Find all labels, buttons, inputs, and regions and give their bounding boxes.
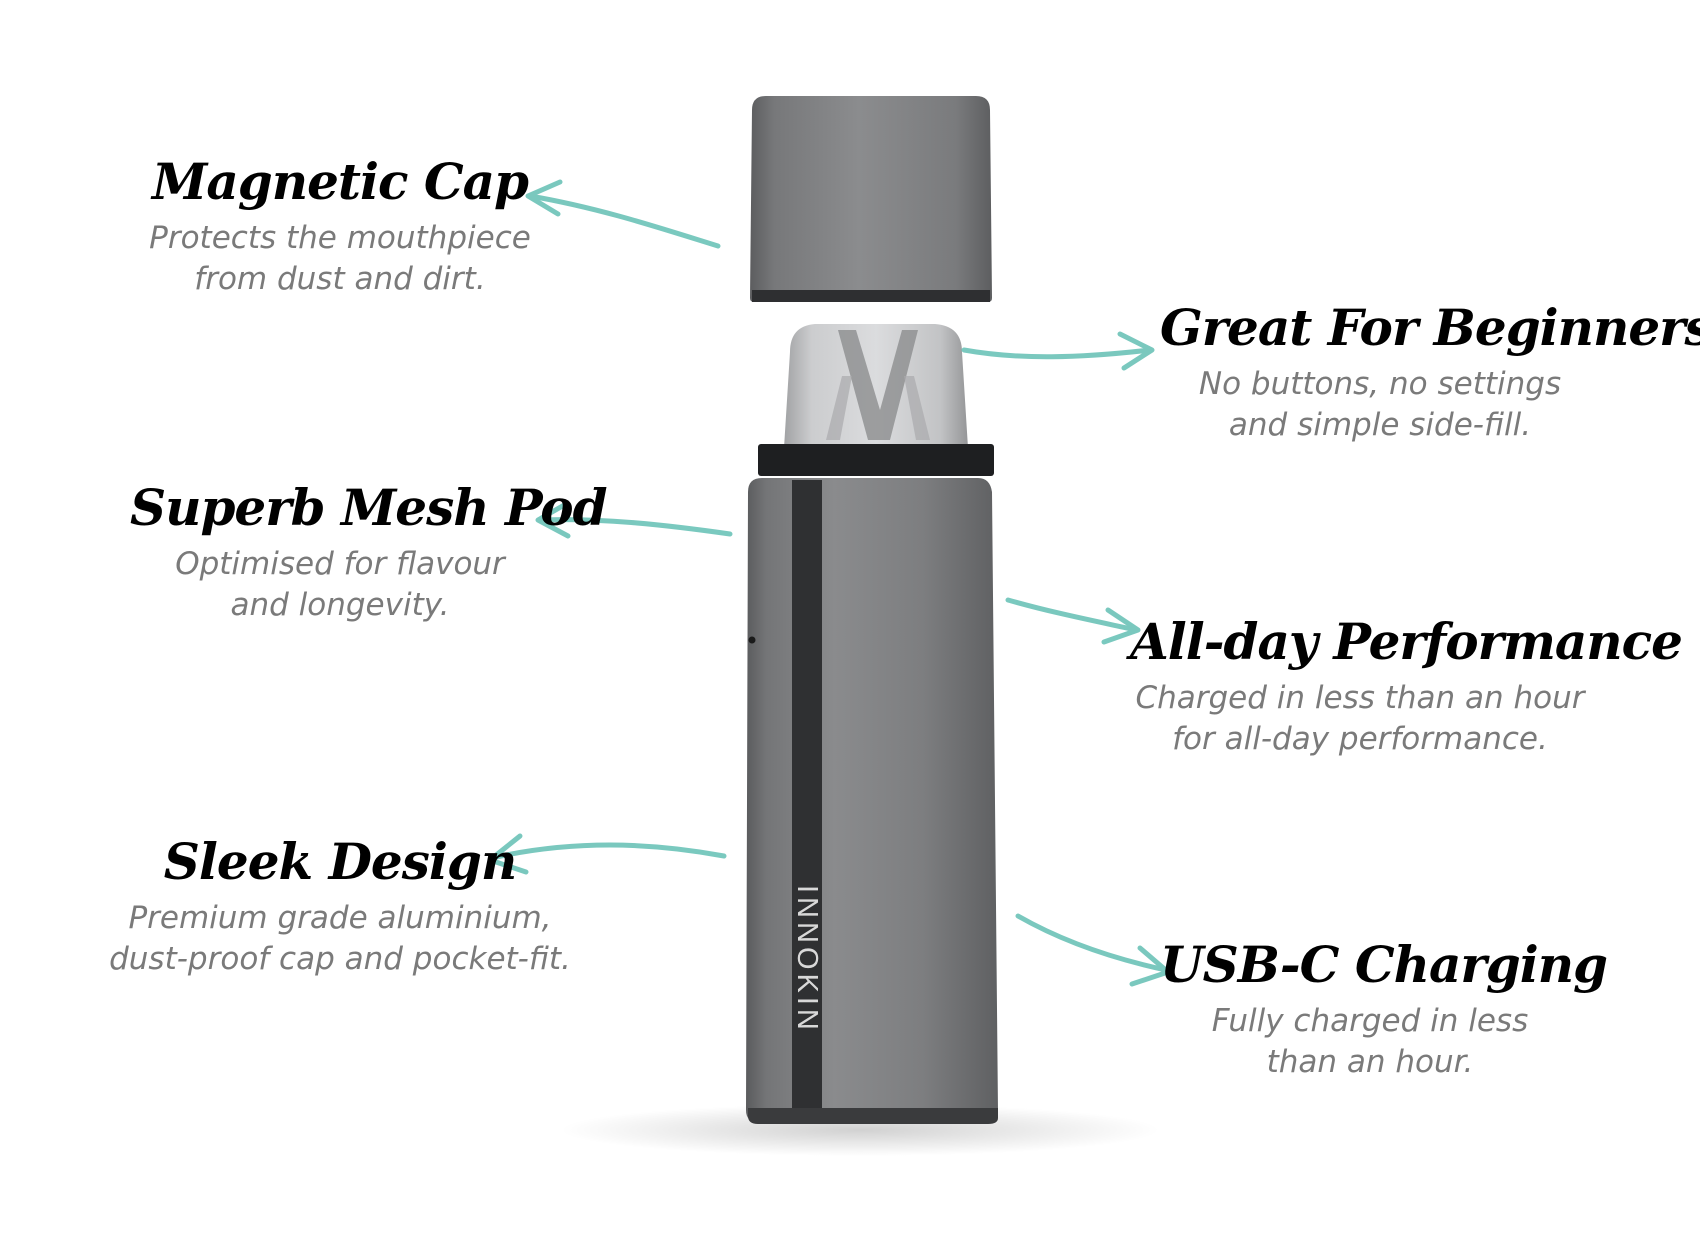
feature-mesh-pod: Superb Mesh Pod Optimised for flavour an… <box>130 478 608 626</box>
feature-usb-c-charging: USB-C Charging Fully charged in less tha… <box>1160 935 1608 1083</box>
magnetic-cap <box>750 96 992 302</box>
feature-description: Charged in less than an hour for all-day… <box>1130 678 1590 760</box>
device-shadow <box>560 1104 1160 1156</box>
feature-all-day-performance: All-day Performance Charged in less than… <box>1130 612 1683 760</box>
feature-description-line: No buttons, no settings <box>1198 366 1562 402</box>
feature-title: Sleek Design <box>163 832 517 891</box>
arrow-usb-c <box>1015 913 1171 987</box>
feature-description: Optimised for flavour and longevity. <box>130 544 550 626</box>
feature-sleek-design: Sleek Design Premium grade aluminium, du… <box>100 832 580 980</box>
feature-description-line: and longevity. <box>230 587 450 623</box>
feature-description-line: than an hour. <box>1266 1044 1474 1080</box>
airflow-hole <box>748 636 756 644</box>
feature-magnetic-cap: Magnetic Cap Protects the mouthpiece fro… <box>130 152 550 300</box>
feature-description: Premium grade aluminium, dust-proof cap … <box>100 898 580 980</box>
feature-title: USB-C Charging <box>1160 935 1608 994</box>
arrow-all-day <box>1005 597 1141 645</box>
arrow-mesh-pod <box>535 501 733 539</box>
mesh-pod <box>758 324 994 476</box>
feature-description-line: Charged in less than an hour <box>1135 680 1585 716</box>
feature-description-line: dust-proof cap and pocket-fit. <box>109 941 571 977</box>
arrow-beginners <box>961 331 1155 371</box>
feature-description: Protects the mouthpiece from dust and di… <box>130 218 550 300</box>
feature-title: Magnetic Cap <box>152 152 529 211</box>
feature-description: No buttons, no settings and simple side-… <box>1160 364 1600 446</box>
battery-body <box>746 478 998 1124</box>
arrow-sleek-design <box>487 833 727 875</box>
feature-description: Fully charged in less than an hour. <box>1160 1001 1580 1083</box>
arrow-magnetic-cap <box>525 179 721 249</box>
feature-description-line: and simple side-fill. <box>1228 407 1532 443</box>
brand-logo: INNOKIN <box>791 885 823 1034</box>
feature-title: All-day Performance <box>1130 612 1683 671</box>
feature-title: Superb Mesh Pod <box>130 478 608 537</box>
feature-description-line: Fully charged in less <box>1211 1003 1529 1039</box>
feature-description-line: for all-day performance. <box>1172 721 1548 757</box>
feature-title: Great For Beginners <box>1160 298 1700 357</box>
feature-description-line: Optimised for flavour <box>175 546 505 582</box>
feature-description-line: Premium grade aluminium, <box>128 900 552 936</box>
feature-description-line: from dust and dirt. <box>194 261 486 297</box>
feature-beginners: Great For Beginners No buttons, no setti… <box>1160 298 1700 446</box>
feature-description-line: Protects the mouthpiece <box>149 220 531 256</box>
